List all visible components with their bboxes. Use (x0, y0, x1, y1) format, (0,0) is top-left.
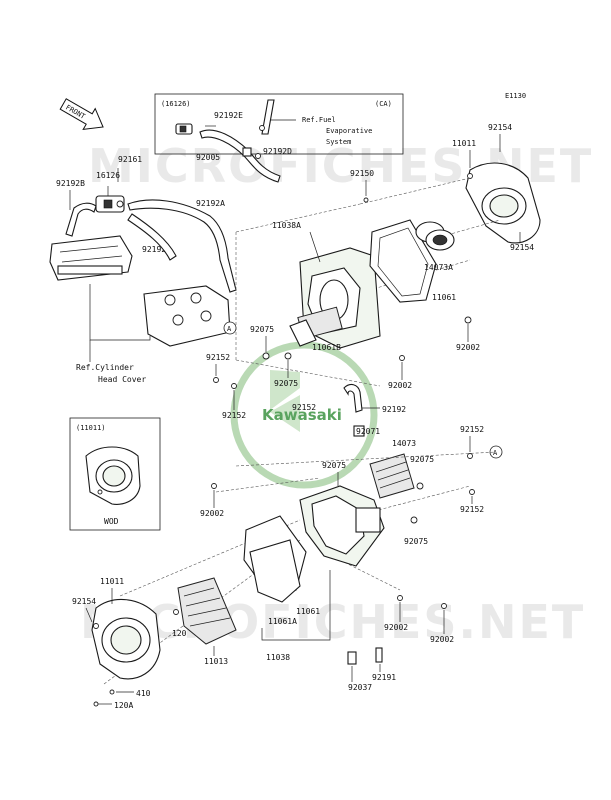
label-92075-b: 92075 (274, 379, 298, 388)
label-11061A: 11061A (268, 617, 297, 626)
hose-ca (199, 129, 281, 183)
label-92154-bot: 92154 (72, 597, 96, 606)
cyl-ref-line1: Ref.Cylinder (76, 363, 134, 372)
hose-ca-vertical (261, 99, 275, 135)
label-92154-top: 92154 (488, 123, 512, 132)
label-92152-c: 92152 (292, 403, 316, 412)
label-92192: 92192 (382, 405, 406, 414)
valve-16126-ca (175, 123, 193, 135)
label-11011-top: 11011 (452, 139, 476, 148)
label-92192A: 92192A (196, 199, 225, 208)
element-11061-lower (249, 539, 301, 603)
label-11038A: 11038A (272, 221, 301, 230)
cylinder-head-cover-lower (143, 285, 231, 347)
label-92005: 92005 (196, 153, 220, 162)
variant-box (69, 417, 161, 531)
ca-box-ref1: Ref.Fuel (302, 116, 336, 124)
label-92002-r: 92002 (456, 343, 480, 352)
cylinder-head-cover-upper (49, 235, 133, 281)
funnel-14073A (415, 221, 455, 251)
label-92075-a: 92075 (250, 325, 274, 334)
label-92002-m: 92002 (388, 381, 412, 390)
label-11061-top: 11061 (432, 293, 456, 302)
hose-92192 (343, 383, 363, 413)
label-92150: 92150 (350, 169, 374, 178)
front-arrow-icon: FRONT (59, 98, 104, 131)
label-14073: 14073 (392, 439, 416, 448)
label-92191: 92191 (372, 673, 396, 682)
label-120A: 120A (114, 701, 133, 710)
ca-box-ca: (CA) (375, 100, 392, 108)
svg-text:A: A (227, 325, 232, 333)
hose-92192A (127, 199, 237, 293)
label-92152-l: 92152 (206, 353, 230, 362)
svg-text:A: A (493, 449, 498, 457)
ca-box-ref3: System (326, 138, 351, 146)
label-92161: 92161 (118, 155, 142, 164)
kawasaki-logo: Kawasaki (230, 341, 378, 489)
cyl-ref-line2: Head Cover (98, 375, 146, 384)
label-11038: 11038 (266, 653, 290, 662)
label-92154-top2: 92154 (510, 243, 534, 252)
ca-box-code: (16126) (161, 100, 191, 108)
label-92075-d: 92075 (322, 461, 346, 470)
funnel-14073 (369, 453, 415, 499)
label-92152-r: 92152 (460, 425, 484, 434)
label-92192B: 92192B (56, 179, 85, 188)
label-11061-bot: 11061 (296, 607, 320, 616)
logo-text: Kawasaki (262, 406, 342, 424)
label-92192D: 92192D (263, 147, 292, 156)
label-92152-b: 92152 (222, 411, 246, 420)
label-92002-b2: 92002 (430, 635, 454, 644)
ref-a-upper: A (223, 321, 237, 335)
air-cleaner-cover-top (465, 162, 541, 244)
label-11011-bot: 11011 (100, 577, 124, 586)
hose-92192C (127, 213, 177, 261)
hose-92192B (65, 202, 97, 237)
air-cleaner-cover-bottom (91, 598, 161, 680)
ca-box-ref2: Evaporative (326, 127, 372, 135)
label-92002-b1: 92002 (384, 623, 408, 632)
variant-box-code: (11011) (76, 424, 106, 432)
ca-box (154, 93, 404, 155)
label-16126: 16126 (96, 171, 120, 180)
variant-box-label: WOD (104, 517, 119, 526)
seal-11061B (289, 319, 317, 347)
watermark-bottom: MICROFICHES.NET (80, 595, 585, 649)
label-92152-r2: 92152 (460, 505, 484, 514)
label-92071: 92071 (356, 427, 380, 436)
diagram-code: E1130 (505, 92, 526, 100)
label-14073A: 14073A (424, 263, 453, 272)
air-cleaner-housing-lower (299, 485, 385, 567)
label-120: 120 (172, 629, 187, 638)
element-11061-upper (369, 219, 437, 303)
valve-16126 (95, 195, 125, 213)
label-92037: 92037 (348, 683, 372, 692)
clamp-92037 (347, 647, 383, 665)
label-410: 410 (136, 689, 151, 698)
filter-11013 (177, 577, 237, 645)
cover-wod-variant (85, 446, 141, 505)
label-92192E: 92192E (214, 111, 243, 120)
label-11061B: 11061B (312, 343, 341, 352)
label-92075-c: 92075 (410, 455, 434, 464)
label-11013: 11013 (204, 657, 228, 666)
label-92002-l: 92002 (200, 509, 224, 518)
label-92075-e: 92075 (404, 537, 428, 546)
label-92192C: 92192C (142, 245, 171, 254)
